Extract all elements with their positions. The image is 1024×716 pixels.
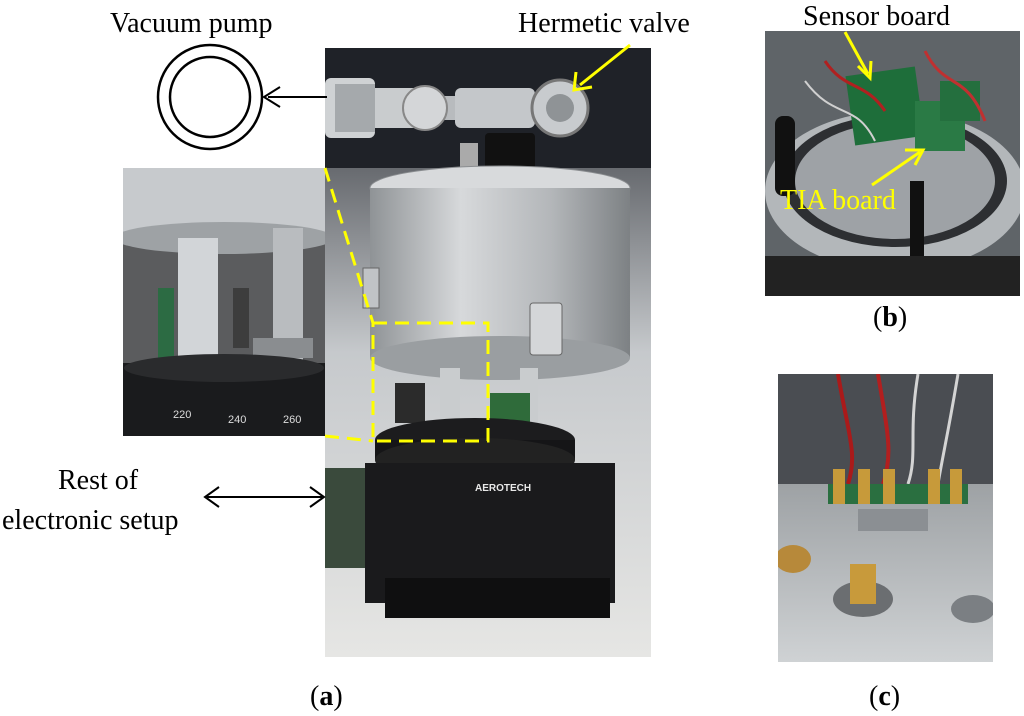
photo-b-top-view [765, 31, 1020, 296]
caption-c-letter: c [878, 681, 891, 712]
photo-c-connectors [778, 374, 993, 662]
dial-tick-2: 240 [228, 414, 246, 426]
tia-board-label: TIA board [780, 185, 896, 216]
tia-board-arrow [871, 150, 921, 187]
sensor-board-arrow [843, 31, 870, 75]
hermetic-valve-label: Hermetic valve [518, 8, 690, 39]
rest-of-setup-label-line1: Rest of [58, 465, 139, 496]
brand-logo: AEROTECH [475, 483, 531, 494]
caption-b-letter: b [882, 302, 898, 333]
dial-tick-1: 220 [173, 409, 191, 421]
vacuum-pump-inner-circle [168, 55, 252, 139]
inset-callout-line-top [323, 167, 375, 324]
hermetic-valve-arrow-head [572, 71, 593, 92]
main-photo-a: AEROTECH [325, 48, 651, 657]
caption-b: (b) [873, 302, 908, 333]
vacuum-pump-outer-circle [156, 43, 264, 151]
inset-callout-line-bottom [324, 434, 374, 443]
hermetic-valve-arrow [579, 43, 631, 87]
sensor-board-arrow-head [856, 60, 873, 82]
sensor-board-label: Sensor board [803, 1, 950, 32]
vacuum-pump-label: Vacuum pump [110, 8, 273, 39]
bellows-flange [325, 78, 590, 138]
caption-a: (a) [310, 681, 343, 712]
caption-c: (c) [869, 681, 901, 712]
inset-photo-chamber-bottom: 220 240 260 [123, 168, 325, 436]
rest-of-setup-label-line2: electronic setup [2, 505, 179, 536]
rest-of-setup-arrow-left-head [203, 486, 220, 508]
rest-of-setup-arrow-right-head [309, 486, 326, 508]
caption-a-letter: a [319, 681, 334, 712]
arrow-to-pump-head [262, 86, 281, 108]
tia-board-arrow-head [905, 148, 926, 166]
dial-tick-3: 260 [283, 414, 301, 426]
